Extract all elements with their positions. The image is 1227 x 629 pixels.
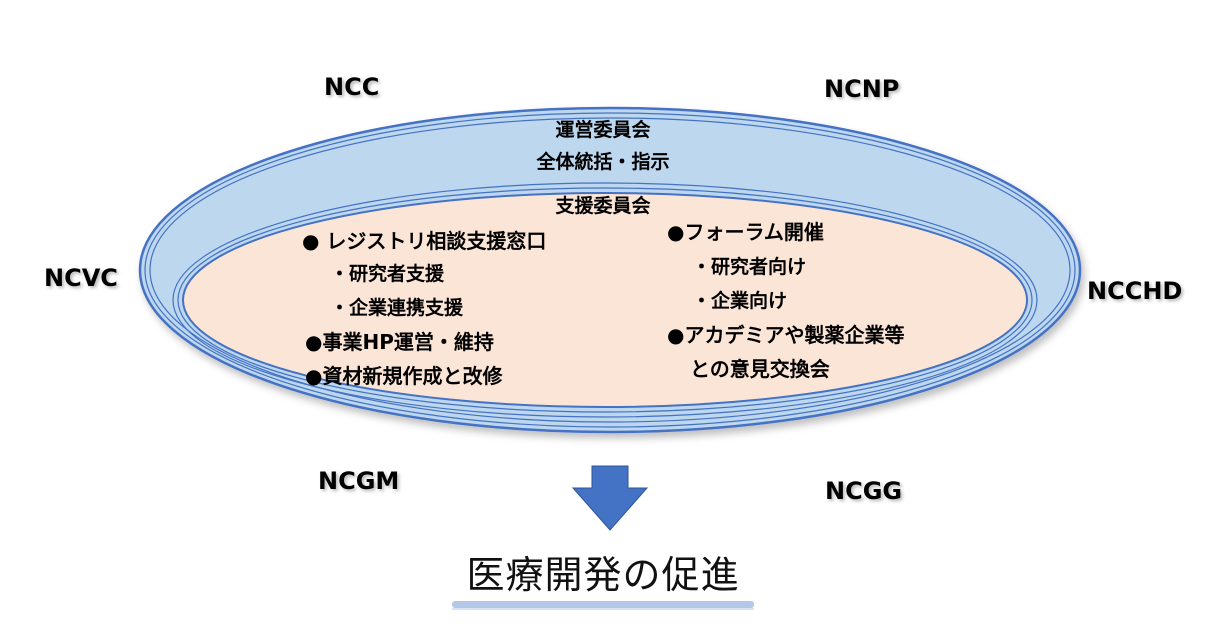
org-label-ncgg: NCGG [825,477,903,505]
right-item-academia-pharma: ●アカデミアや製薬企業等 [667,323,905,347]
right-item-for-companies: ・企業向け [692,290,788,312]
right-item-forum: ●フォーラム開催 [667,220,824,244]
org-label-ncchd: NCCHD [1087,277,1183,305]
outer-ellipse-line-3 [149,117,1071,423]
inner-ellipse-fill [182,192,1028,408]
inner-ellipse-outline-2 [177,187,1033,413]
inner-ellipse-outline-3 [172,182,1038,418]
inner-committee-title: 支援委員会 [555,195,651,217]
left-item-registry-consultation: ● レジストリ相談支援窓口 [302,229,547,253]
org-label-ncc: NCC [324,73,380,101]
left-item-corporate-support: ・企業連携支援 [330,297,464,319]
down-arrow-icon [571,465,649,531]
org-label-ncnp: NCNP [824,75,900,103]
result-underline [452,601,754,610]
outer-committee-title: 運営委員会 [555,119,651,141]
outer-ellipse-line-2 [144,112,1076,428]
org-label-ncgm: NCGM [318,467,400,495]
left-item-materials: ●資材新規作成と改修 [305,364,503,388]
org-label-ncvc: NCVC [44,264,118,292]
left-item-researcher-support: ・研究者支援 [330,263,445,285]
left-item-hp-operation: ●事業HP運営・維持 [305,330,494,354]
inner-committee-ellipse [172,182,1038,418]
right-item-exchange-meeting: との意見交換会 [690,357,830,381]
right-item-for-researchers: ・研究者向け [692,256,807,278]
outer-committee-role: 全体統括・指示 [536,151,670,173]
result-title: 医療開発の促進 [466,553,740,597]
